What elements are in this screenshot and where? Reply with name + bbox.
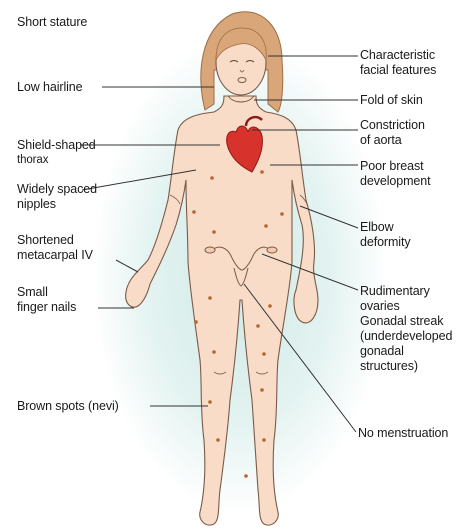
label-ovaries-line5: gonadal [360,344,452,359]
label-aorta-line1: Constriction [360,118,425,132]
label-metacarpal: Shortened metacarpal IV [17,233,93,263]
label-aorta: Constriction of aorta [360,118,425,148]
label-finger-nails-line2: finger nails [17,300,76,315]
label-ovaries-line4: (underdeveloped [360,329,452,344]
label-ovaries-line1: Rudimentary [360,284,430,298]
label-nipples: Widely spaced nipples [17,182,97,212]
label-ovaries-line2: ovaries [360,299,452,314]
label-facial-features: Characteristic facial features [360,48,436,78]
label-metacarpal-line2: metacarpal IV [17,248,93,263]
label-facial-line1: Characteristic [360,48,435,62]
label-shield-thorax-line1: Shield-shaped [17,138,96,152]
label-finger-nails: Small finger nails [17,285,76,315]
label-fold-of-skin: Fold of skin [360,93,423,108]
label-shield-thorax: Shield-shaped thorax [17,138,96,168]
label-short-stature: Short stature [17,15,87,30]
label-ovaries-line6: structures) [360,359,452,374]
label-ovaries: Rudimentary ovaries Gonadal streak (unde… [360,284,452,374]
label-elbow-line1: Elbow [360,220,394,234]
label-nipples-line2: nipples [17,197,97,212]
label-metacarpal-line1: Shortened [17,233,74,247]
label-low-hairline: Low hairline [17,80,83,95]
label-facial-line2: facial features [360,63,436,78]
label-elbow: Elbow deformity [360,220,411,250]
label-finger-nails-line1: Small [17,285,48,299]
label-breast: Poor breast development [360,159,430,189]
label-brown-spots: Brown spots (nevi) [17,399,119,414]
label-elbow-line2: deformity [360,235,411,250]
label-nipples-line1: Widely spaced [17,182,97,196]
label-menstruation: No menstruation [358,426,448,441]
label-shield-thorax-line2: thorax [17,153,96,168]
label-breast-line1: Poor breast [360,159,424,173]
label-breast-line2: development [360,174,430,189]
body [126,96,318,525]
label-ovaries-line3: Gonadal streak [360,314,452,329]
label-aorta-line2: of aorta [360,133,425,148]
